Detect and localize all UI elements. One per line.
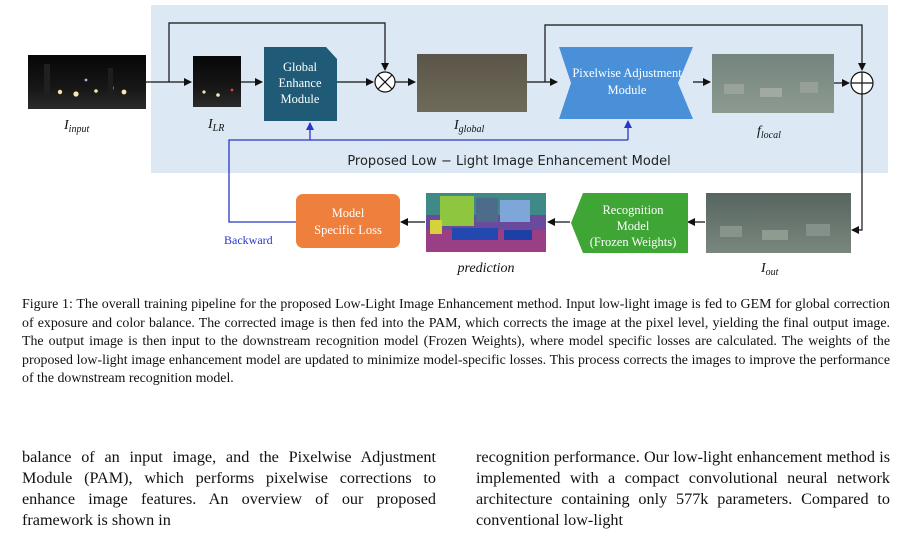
lr-image — [193, 56, 241, 107]
multiply-node — [374, 71, 396, 93]
figure-caption: Figure 1: The overall training pipeline … — [22, 297, 890, 387]
svg-text:Model: Model — [617, 219, 650, 233]
prediction-label: prediction — [456, 261, 514, 276]
svg-text:Global: Global — [283, 60, 318, 74]
svg-text:Enhance: Enhance — [278, 76, 321, 90]
model-specific-loss: Model Specific Loss — [296, 194, 400, 248]
add-node — [850, 71, 874, 95]
svg-text:Model: Model — [332, 206, 365, 220]
out-image — [706, 193, 851, 253]
out-label: Iout — [760, 261, 779, 278]
global-label: Iglobal — [453, 118, 484, 135]
local-image — [712, 54, 834, 113]
svg-text:Module: Module — [608, 83, 647, 97]
backward-arrows — [228, 120, 632, 223]
prediction-image — [426, 193, 546, 252]
model-region-label: Proposed Low − Light Image Enhancement M… — [347, 154, 670, 169]
recognition-model: Recognition Model (Frozen Weights) — [571, 193, 688, 253]
global-image — [417, 54, 527, 112]
svg-text:Module: Module — [281, 92, 320, 106]
body-text-right-column: recognition performance. Our low-light e… — [476, 448, 890, 529]
svg-text:Specific Loss: Specific Loss — [314, 223, 382, 237]
input-image — [28, 55, 146, 109]
backward-label: Backward — [224, 233, 273, 247]
svg-text:(Frozen Weights): (Frozen Weights) — [590, 235, 677, 249]
pixelwise-adjustment-module: Pixelwise Adjustment Module — [559, 47, 693, 119]
global-enhance-module: Global Enhance Module — [264, 47, 337, 121]
input-label: Iinput — [63, 118, 89, 135]
body-text-left-column: balance of an input image, and the Pixel… — [22, 448, 436, 529]
pipeline-figure: Proposed Low − Light Image Enhancement M… — [28, 5, 888, 278]
svg-text:Recognition: Recognition — [602, 203, 664, 217]
lr-label: ILR — [207, 117, 224, 134]
local-label: flocal — [757, 124, 781, 141]
svg-text:Pixelwise Adjustment: Pixelwise Adjustment — [572, 66, 682, 80]
forward-arrows — [146, 22, 866, 234]
